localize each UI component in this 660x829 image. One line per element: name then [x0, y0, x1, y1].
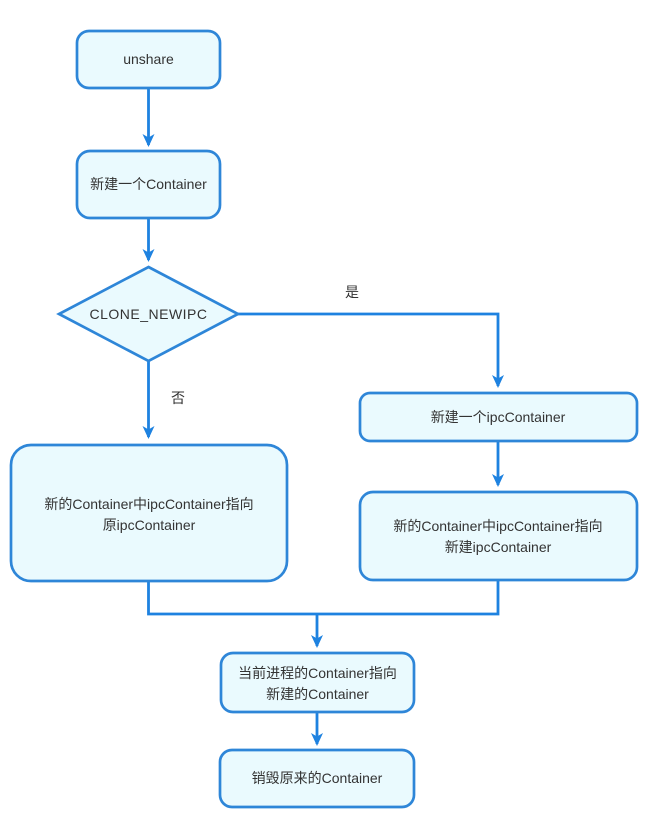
node-unshare-shape — [75, 29, 222, 90]
yes-edge-label: 是 — [345, 284, 359, 300]
node-unshare-label: unshare — [123, 51, 174, 67]
node-point-to-new-ipc: 新的Container中ipcContainer指向 新建ipcContaine… — [358, 490, 639, 582]
node-decision-shape — [56, 265, 241, 363]
node-decision-clone-newipc: CLONE_NEWIPC — [56, 265, 241, 363]
node-new-ipc-container: 新建一个ipcContainer — [358, 391, 639, 443]
node-current-container-shape — [219, 651, 416, 714]
node-point-to-orig-ipc-line1: 新的Container中ipcContainer指向 — [44, 496, 253, 512]
node-current-container-line1: 当前进程的Container指向 — [238, 665, 397, 681]
node-new-ipc-container-label: 新建一个ipcContainer — [431, 409, 566, 425]
node-destroy-container-label: 销毁原来的Container — [252, 770, 383, 786]
node-current-container-line2: 新建的Container — [266, 686, 369, 702]
edge-merge-lines — [147, 580, 500, 616]
node-unshare: unshare — [75, 29, 222, 90]
node-point-to-new-ipc-shape — [358, 490, 639, 582]
node-destroy-container: 销毁原来的Container — [218, 748, 416, 809]
node-new-ipc-container-shape — [358, 391, 639, 443]
node-point-to-orig-ipc-line2: 原ipcContainer — [103, 517, 196, 533]
connectors — [142, 88, 504, 746]
node-new-container: 新建一个Container — [75, 149, 222, 220]
node-current-container: 当前进程的Container指向 新建的Container — [219, 651, 416, 714]
no-edge-label: 否 — [171, 390, 185, 406]
node-point-to-new-ipc-line2: 新建ipcContainer — [445, 539, 552, 555]
node-new-container-shape — [75, 149, 222, 220]
node-destroy-container-shape — [218, 748, 416, 809]
node-new-container-label: 新建一个Container — [90, 176, 207, 192]
node-point-to-new-ipc-line1: 新的Container中ipcContainer指向 — [393, 518, 602, 534]
node-point-to-orig-ipc-shape — [9, 443, 289, 583]
node-point-to-orig-ipc: 新的Container中ipcContainer指向 原ipcContainer — [9, 443, 289, 583]
node-decision-label: CLONE_NEWIPC — [89, 306, 207, 322]
edge-decision-yes-branch — [238, 312, 504, 388]
